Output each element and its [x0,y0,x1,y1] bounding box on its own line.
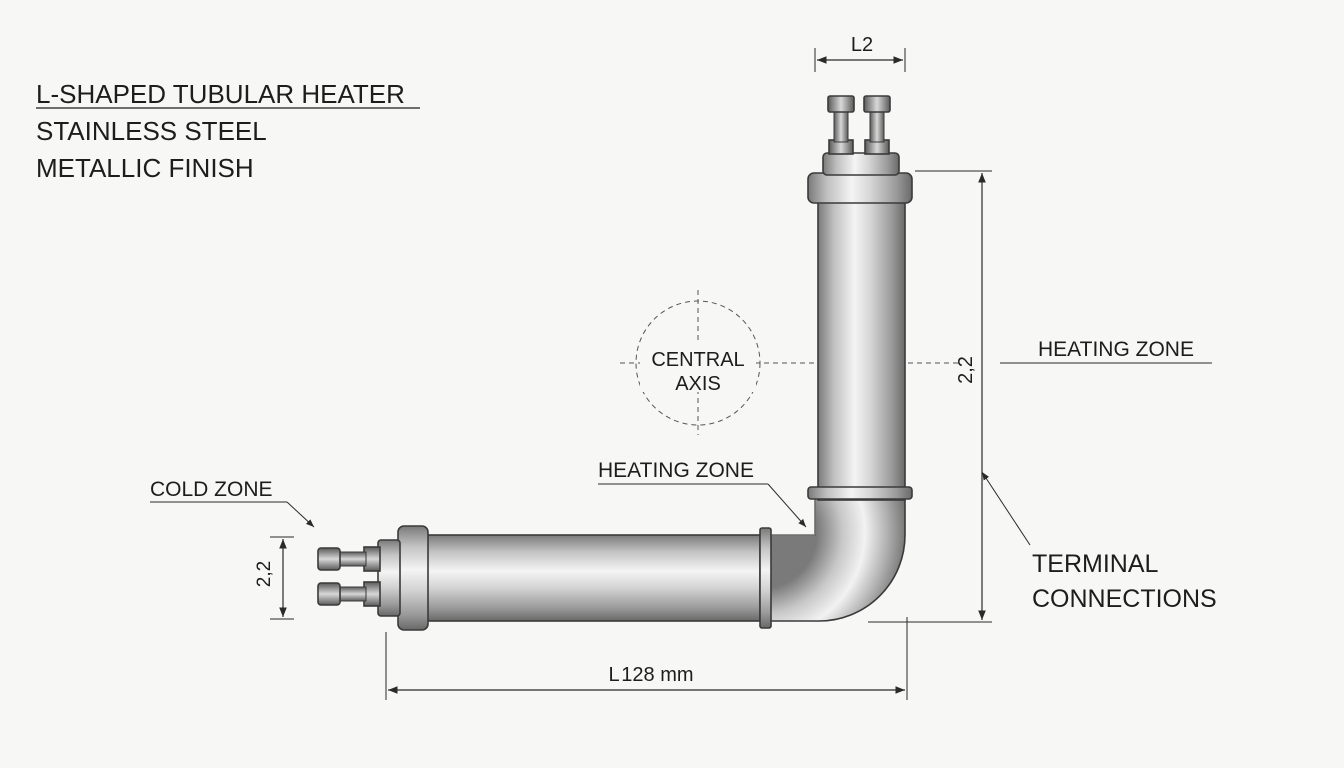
left-flange [397,525,429,631]
central-axis-label-2: AXIS [675,373,721,395]
left-terminal-upper [317,546,381,572]
heating-zone-lower-label: HEATING ZONE [598,459,754,482]
dim-bottom-label: L 128 mm [608,664,693,686]
heating-zone-lower-callout: HEATING ZONE [598,459,807,528]
top-terminal-left-stud [833,111,849,143]
dimension-vertical-length: 2,2 [868,170,992,623]
vertical-tube-body [817,199,906,501]
top-terminal-right [863,95,891,155]
heating-zone-lower-leader [767,483,807,528]
dimension-horizontal-length: L 128 mm [385,617,908,700]
dimension-top-width: L2 [814,34,906,72]
left-terminal-lower [317,581,381,607]
left-end-fitting [377,525,772,631]
central-axis-label-1: CENTRAL [651,349,744,371]
heating-zone-right-callout: HEATING ZONE [1000,338,1212,364]
cold-zone-callout: COLD ZONE [150,478,315,528]
axis-label-bg [640,344,756,392]
dim-left-label: 2,2 [254,561,275,587]
terminal-connections-label-2: CONNECTIONS [1032,585,1217,613]
terminal-connections-callout: TERMINAL CONNECTIONS [981,471,1217,613]
terminal-connections-leader [981,471,1031,546]
terminal-connections-label-1: TERMINAL [1032,550,1159,578]
horizontal-tube-body [419,534,763,622]
top-terminal-right-nut [863,95,891,113]
horizontal-tube-collar [759,527,772,629]
vertical-tube-flange [807,172,913,204]
dim-top-label: L2 [851,34,873,56]
left-terminal-lower-stud [337,586,367,602]
top-terminal-right-stud [869,111,885,143]
title-line-2: STAINLESS STEEL [36,116,267,146]
central-axis-marker: CENTRAL AXIS [620,290,960,435]
cold-zone-label: COLD ZONE [150,478,273,501]
left-terminal-lower-nut [317,582,341,606]
vertical-tube-cap [822,152,900,176]
top-terminal-left [827,95,855,155]
left-terminal-upper-stud [337,551,367,567]
elbow-bend [759,494,906,622]
vertical-tube-collar [807,486,913,500]
heating-zone-right-label: HEATING ZONE [1038,338,1194,361]
vertical-tube [807,152,913,501]
top-terminal-left-nut [827,95,855,113]
title-line-1: L-SHAPED TUBULAR HEATER [36,79,405,109]
title-line-3: METALLIC FINISH [36,153,254,183]
title-block: L-SHAPED TUBULAR HEATER STAINLESS STEEL … [36,79,420,183]
dimension-terminal-height: 2,2 [254,536,294,620]
dim-right-label: 2,2 [955,356,977,384]
horizontal-tube [419,534,763,622]
left-terminal-upper-nut [317,547,341,571]
left-cap [377,539,401,617]
elbow-body [759,494,906,622]
cold-zone-leader [286,501,315,528]
elbow-inner-edge [760,495,816,536]
